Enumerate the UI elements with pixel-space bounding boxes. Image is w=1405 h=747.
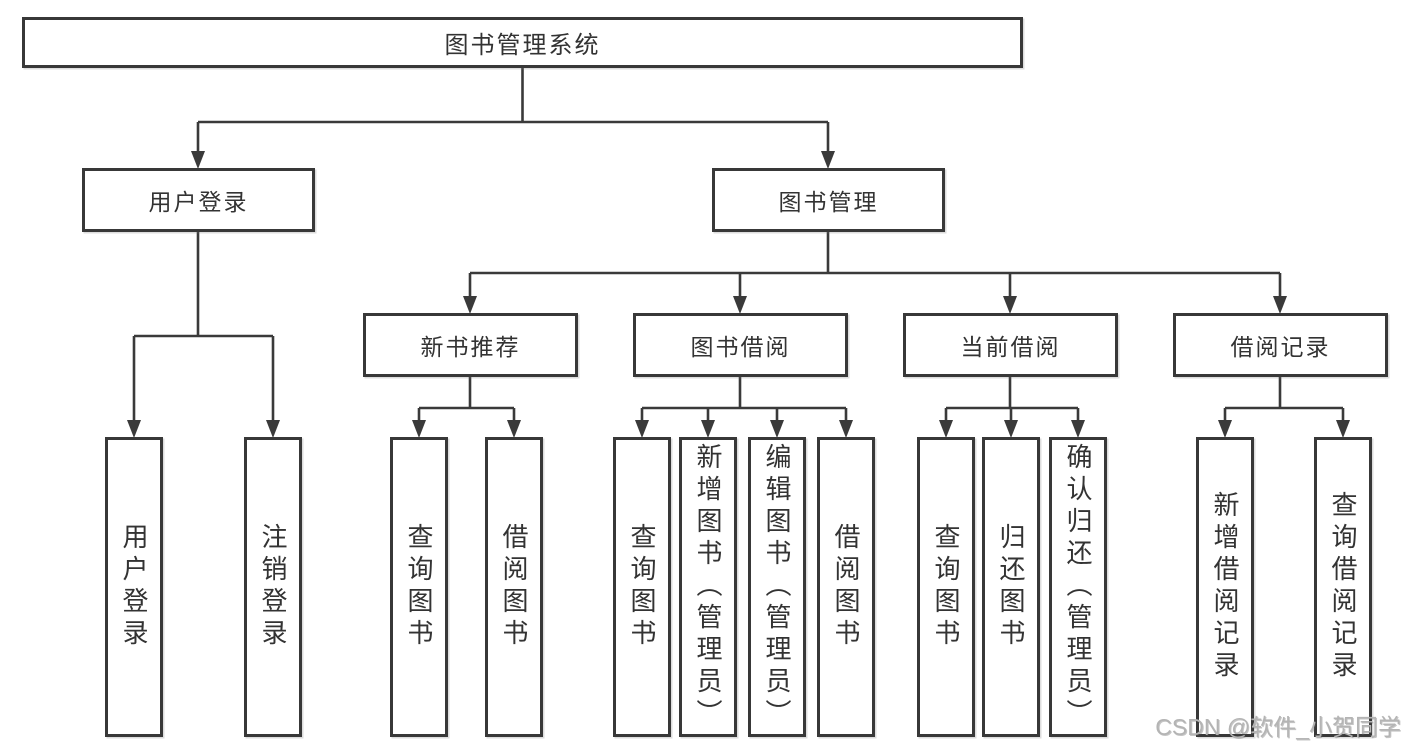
node-label: 图书管理: [778, 189, 879, 215]
node-label: 确认归还（管理员）: [1063, 443, 1093, 731]
leaf-query-books-current: 查询图书: [917, 437, 975, 737]
arrowhead-icon: [507, 420, 521, 438]
node-label: 查询图书: [931, 523, 961, 651]
node-book-management: 图书管理: [712, 168, 945, 232]
connector-line: [640, 377, 848, 421]
node-user-login: 用户登录: [82, 168, 315, 232]
leaf-query-books: 查询图书: [613, 437, 671, 737]
arrowhead-icon: [412, 420, 426, 438]
node-label: 图书管理系统: [444, 32, 601, 59]
connector-line: [417, 377, 516, 421]
connector-line: [132, 232, 275, 421]
leaf-borrow-books: 借阅图书: [817, 437, 875, 737]
arrowhead-icon: [733, 296, 747, 314]
arrowhead-icon: [821, 151, 835, 169]
node-label: 新增借阅记录: [1210, 491, 1240, 683]
node-label: 用户登录: [148, 189, 249, 215]
node-label: 当前借阅: [960, 334, 1061, 360]
node-label: 归还图书: [996, 523, 1026, 651]
connector-bookmgmt-to-level3: [463, 232, 1287, 314]
connector-root-to-level2: [191, 68, 835, 169]
leaf-add-books-admin: 新增图书（管理员）: [679, 437, 737, 737]
node-label: 借阅图书: [831, 523, 861, 651]
connector-line: [944, 377, 1080, 421]
leaf-query-borrow-record: 查询借阅记录: [1314, 437, 1372, 737]
node-label: 借阅记录: [1230, 334, 1331, 360]
arrowhead-icon: [1336, 420, 1350, 438]
node-borrow-records: 借阅记录: [1173, 313, 1388, 377]
node-label: 新书推荐: [420, 334, 521, 360]
connector-bookborrow-to-leaves: [635, 377, 853, 438]
leaf-logout: 注销登录: [244, 437, 302, 737]
node-current-borrow: 当前借阅: [903, 313, 1118, 377]
connector-line: [468, 232, 1282, 297]
watermark: CSDN @软件_小贺同学: [1155, 714, 1401, 740]
connector-currentborrow-to-leaves: [939, 377, 1085, 438]
arrowhead-icon: [1273, 296, 1287, 314]
node-label: 注销登录: [258, 523, 288, 651]
node-label: 图书借阅: [690, 334, 791, 360]
node-label: 查询图书: [627, 523, 657, 651]
leaf-edit-books-admin: 编辑图书（管理员）: [748, 437, 806, 737]
arrowhead-icon: [1003, 296, 1017, 314]
arrowhead-icon: [127, 420, 141, 438]
arrowhead-icon: [463, 296, 477, 314]
node-new-book-recommend: 新书推荐: [363, 313, 578, 377]
arrowhead-icon: [1218, 420, 1232, 438]
connector-userlogin-to-leaves: [127, 232, 280, 438]
arrowhead-icon: [191, 151, 205, 169]
leaf-query-books-recommend: 查询图书: [390, 437, 448, 737]
arrowhead-icon: [939, 420, 953, 438]
leaf-user-login: 用户登录: [105, 437, 163, 737]
connector-line: [1223, 377, 1345, 421]
leaf-return-books: 归还图书: [982, 437, 1040, 737]
arrowhead-icon: [1004, 420, 1018, 438]
leaf-borrow-books-recommend: 借阅图书: [485, 437, 543, 737]
arrowhead-icon: [839, 420, 853, 438]
node-label: 编辑图书（管理员）: [762, 443, 792, 731]
node-label: 查询图书: [404, 523, 434, 651]
connector-line: [196, 68, 830, 152]
arrowhead-icon: [770, 420, 784, 438]
leaf-confirm-return-admin: 确认归还（管理员）: [1049, 437, 1107, 737]
connector-newbooks-to-leaves: [412, 377, 521, 438]
arrowhead-icon: [266, 420, 280, 438]
arrowhead-icon: [635, 420, 649, 438]
node-label: 用户登录: [119, 523, 149, 651]
leaf-add-borrow-record: 新增借阅记录: [1196, 437, 1254, 737]
node-label: 借阅图书: [499, 523, 529, 651]
arrowhead-icon: [701, 420, 715, 438]
node-book-borrow: 图书借阅: [633, 313, 848, 377]
node-label: 新增图书（管理员）: [693, 443, 723, 731]
connector-borrowrecords-to-leaves: [1218, 377, 1350, 438]
arrowhead-icon: [1071, 420, 1085, 438]
node-library-management-system: 图书管理系统: [22, 17, 1023, 68]
node-label: 查询借阅记录: [1328, 491, 1358, 683]
